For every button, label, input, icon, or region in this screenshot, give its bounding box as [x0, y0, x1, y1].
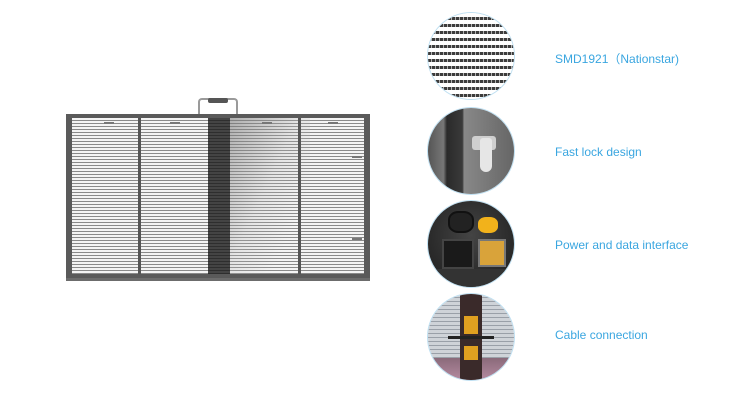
power-data-port-closeup-icon	[428, 201, 514, 287]
connector	[464, 346, 478, 360]
cabinet-base	[66, 278, 370, 281]
panel-divider	[298, 118, 301, 274]
cable-connection-closeup-icon	[428, 294, 514, 380]
lock-bracket-icon	[352, 156, 362, 164]
feature-label-cable: Cable connection	[555, 328, 648, 342]
feature-label-fast-lock: Fast lock design	[555, 145, 642, 159]
port-cap	[448, 211, 474, 233]
lock-bracket-icon	[328, 122, 338, 130]
handle-grip	[208, 98, 228, 103]
glass-reflection	[230, 118, 310, 274]
connector	[464, 316, 478, 334]
led-strips	[72, 118, 364, 274]
data-port	[442, 239, 474, 269]
power-port	[478, 239, 506, 267]
lock-lever	[480, 138, 492, 172]
lock-bracket-icon	[104, 122, 114, 130]
dark-center-strip	[208, 118, 230, 274]
fast-lock-closeup-icon	[428, 108, 514, 194]
smd-led-closeup-icon	[428, 13, 514, 99]
lock-bracket-icon	[352, 238, 362, 246]
feature-label-power-data: Power and data interface	[555, 238, 689, 252]
port-base	[428, 269, 514, 287]
lock-bracket-icon	[262, 122, 272, 130]
port-cap-yellow	[478, 217, 498, 233]
panel-divider	[138, 118, 141, 274]
lock-bracket-icon	[170, 122, 180, 130]
cable-wire	[448, 336, 494, 339]
feature-label-smd: SMD1921（Nationstar)	[555, 52, 680, 66]
cabinet-handle	[198, 98, 238, 114]
led-cabinet-image	[66, 114, 370, 280]
